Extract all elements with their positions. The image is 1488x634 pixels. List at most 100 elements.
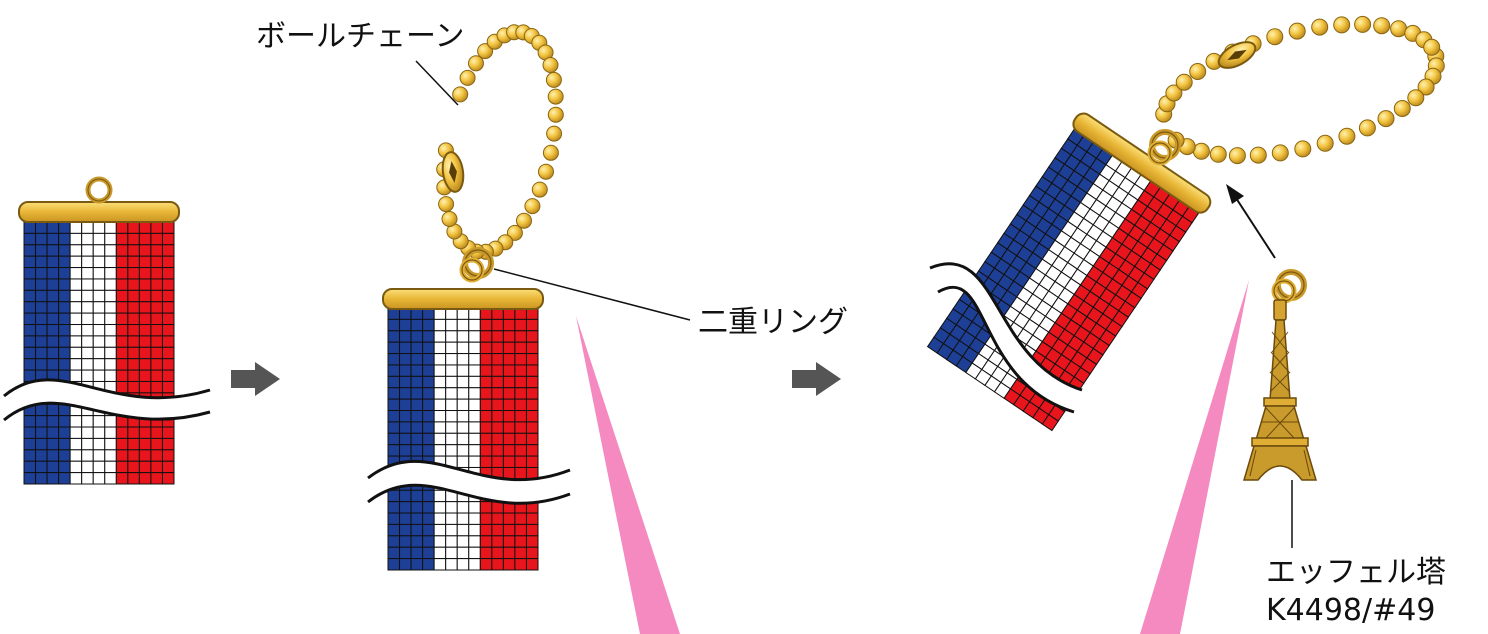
bead <box>514 353 527 366</box>
bead <box>456 364 470 377</box>
bead <box>104 369 117 382</box>
bead <box>35 267 48 280</box>
bead <box>399 330 412 343</box>
bead <box>422 535 435 548</box>
bead <box>81 335 94 348</box>
chain-bead <box>1354 15 1372 33</box>
bead <box>387 546 401 560</box>
bead <box>46 358 60 371</box>
bead <box>81 301 94 314</box>
bead <box>104 312 117 326</box>
bead <box>479 444 493 457</box>
bead <box>399 387 412 400</box>
bead <box>58 415 71 428</box>
bead <box>387 444 401 457</box>
bead <box>525 364 539 377</box>
bead <box>456 455 470 468</box>
bead <box>69 346 83 360</box>
bead <box>514 432 527 446</box>
bead <box>468 364 481 377</box>
bead <box>422 410 435 423</box>
bead <box>410 546 424 560</box>
chain-bead <box>1311 18 1329 36</box>
chain-bead <box>468 55 484 72</box>
bead <box>445 353 458 366</box>
bead <box>69 369 83 382</box>
chain-bead <box>1373 17 1391 35</box>
bead <box>92 255 106 269</box>
bead <box>69 335 83 348</box>
ball-chain-label: ボールチェーン <box>256 19 465 54</box>
chain-bead <box>459 69 476 86</box>
chain-bead <box>1294 140 1312 158</box>
bead <box>35 426 48 439</box>
bead <box>150 312 163 326</box>
bead <box>525 341 539 355</box>
bead <box>468 546 481 560</box>
bead <box>81 358 94 371</box>
bead <box>58 437 71 451</box>
bead <box>387 364 401 377</box>
ball-chain <box>436 24 564 260</box>
bead <box>161 278 175 291</box>
bead <box>502 421 516 434</box>
bead <box>410 353 424 366</box>
bead <box>433 410 447 423</box>
double-ring-leader-line <box>493 268 691 321</box>
bead <box>445 432 458 446</box>
bead <box>81 346 94 360</box>
bead <box>433 364 447 377</box>
bead <box>23 460 37 474</box>
bead <box>115 437 129 451</box>
chain-bead <box>1249 146 1267 164</box>
bead <box>445 364 458 377</box>
bead <box>104 346 117 360</box>
double-ring <box>459 247 494 283</box>
bead <box>104 255 117 269</box>
bead <box>468 523 481 537</box>
bead <box>161 244 175 257</box>
bead <box>35 244 48 257</box>
bead <box>138 380 152 394</box>
bead <box>433 330 447 343</box>
bead <box>115 369 129 382</box>
bead <box>58 278 71 291</box>
bead <box>445 501 458 514</box>
bead <box>502 330 516 343</box>
bead <box>525 512 539 525</box>
bead <box>92 221 106 234</box>
bead <box>445 421 458 434</box>
bead <box>456 410 470 423</box>
bead <box>46 312 60 326</box>
bead <box>69 426 83 439</box>
bead <box>35 460 48 474</box>
chain-bead <box>547 106 564 123</box>
bead <box>525 421 539 434</box>
bead <box>445 387 458 400</box>
bead <box>92 289 106 303</box>
double-ring <box>1147 129 1181 166</box>
bead <box>433 387 447 400</box>
bead <box>491 341 504 355</box>
bead <box>525 398 539 412</box>
chain-bead <box>1192 142 1210 160</box>
bead <box>525 523 539 537</box>
bead <box>387 330 401 343</box>
bead <box>468 398 481 412</box>
bead <box>433 501 447 514</box>
bead <box>525 353 539 366</box>
bead <box>445 410 458 423</box>
bead <box>46 232 60 246</box>
bead <box>433 535 447 548</box>
bead <box>399 558 412 571</box>
bead <box>525 558 539 571</box>
bead <box>127 346 140 360</box>
bead <box>433 353 447 366</box>
chain-bead <box>1271 144 1289 162</box>
bead <box>69 324 83 337</box>
bead <box>445 523 458 537</box>
bead <box>387 489 401 503</box>
bead <box>138 472 152 485</box>
bead <box>514 330 527 343</box>
bead <box>502 558 516 571</box>
